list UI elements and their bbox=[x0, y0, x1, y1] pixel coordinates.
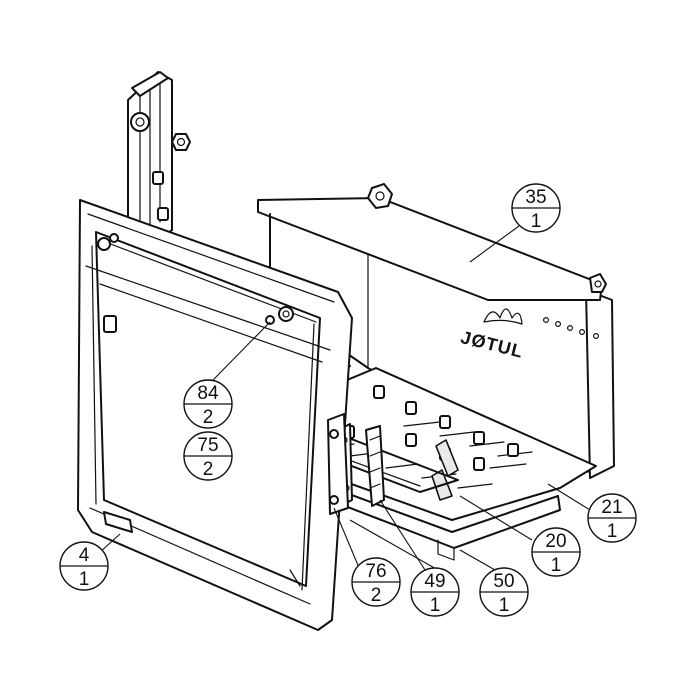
callout-part-number: 20 bbox=[545, 531, 566, 552]
callout-quantity: 1 bbox=[607, 521, 618, 542]
firebox-body bbox=[257, 183, 615, 479]
callout-21: 211 bbox=[587, 493, 637, 543]
callout-quantity: 1 bbox=[430, 595, 441, 616]
callout-50: 501 bbox=[479, 567, 529, 617]
callout-part-number: 21 bbox=[601, 497, 622, 518]
callout-quantity: 2 bbox=[203, 459, 214, 480]
callout-quantity: 1 bbox=[531, 211, 542, 232]
callout-4: 41 bbox=[59, 541, 109, 591]
callout-part-number: 50 bbox=[493, 571, 514, 592]
callout-part-number: 35 bbox=[525, 187, 546, 208]
callout-76: 762 bbox=[351, 557, 401, 607]
callout-part-number: 76 bbox=[365, 561, 386, 582]
callout-quantity: 1 bbox=[551, 555, 562, 576]
callout-quantity: 2 bbox=[371, 585, 382, 606]
callout-quantity: 1 bbox=[79, 569, 90, 590]
callout-84: 842 bbox=[183, 379, 233, 429]
callout-part-number: 49 bbox=[424, 571, 445, 592]
callout-75: 752 bbox=[183, 431, 233, 481]
callout-quantity: 2 bbox=[203, 407, 214, 428]
callout-part-number: 84 bbox=[197, 383, 219, 404]
callout-35: 351 bbox=[511, 183, 561, 233]
callout-part-number: 75 bbox=[197, 435, 218, 456]
callout-part-number: 4 bbox=[79, 545, 90, 566]
callout-20: 201 bbox=[531, 527, 581, 577]
callout-49: 491 bbox=[410, 567, 460, 617]
callout-quantity: 1 bbox=[499, 595, 510, 616]
